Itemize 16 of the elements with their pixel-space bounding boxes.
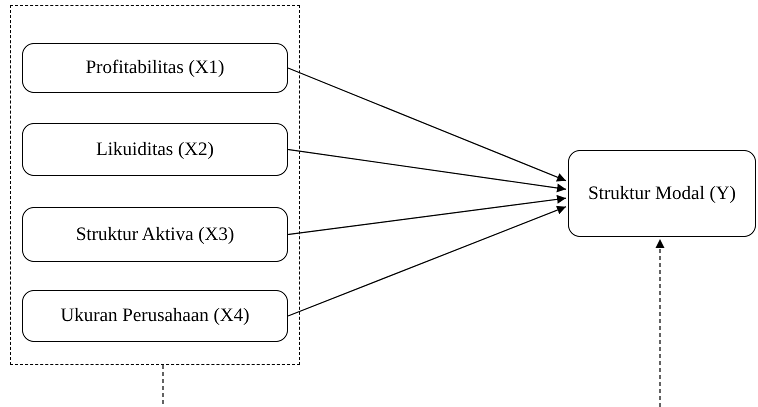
variable-box [22,207,288,262]
arrow [288,67,566,182]
variable-label: Struktur Modal (Y) [588,182,736,206]
variable-box [22,290,288,342]
variable-label: Struktur Aktiva (X3) [76,222,234,246]
arrow [656,239,664,407]
arrow [288,206,566,317]
variable-label: Ukuran Perusahaan (X4) [60,304,250,328]
variable-label: Profitabilitas (X1) [86,56,224,80]
arrow [288,148,566,192]
variable-label: Likuiditas (X2) [96,138,214,162]
dashed-group-box [10,5,300,365]
variable-box [22,43,288,93]
variable-box [568,150,756,237]
arrow [288,194,566,236]
variable-box [22,123,288,176]
